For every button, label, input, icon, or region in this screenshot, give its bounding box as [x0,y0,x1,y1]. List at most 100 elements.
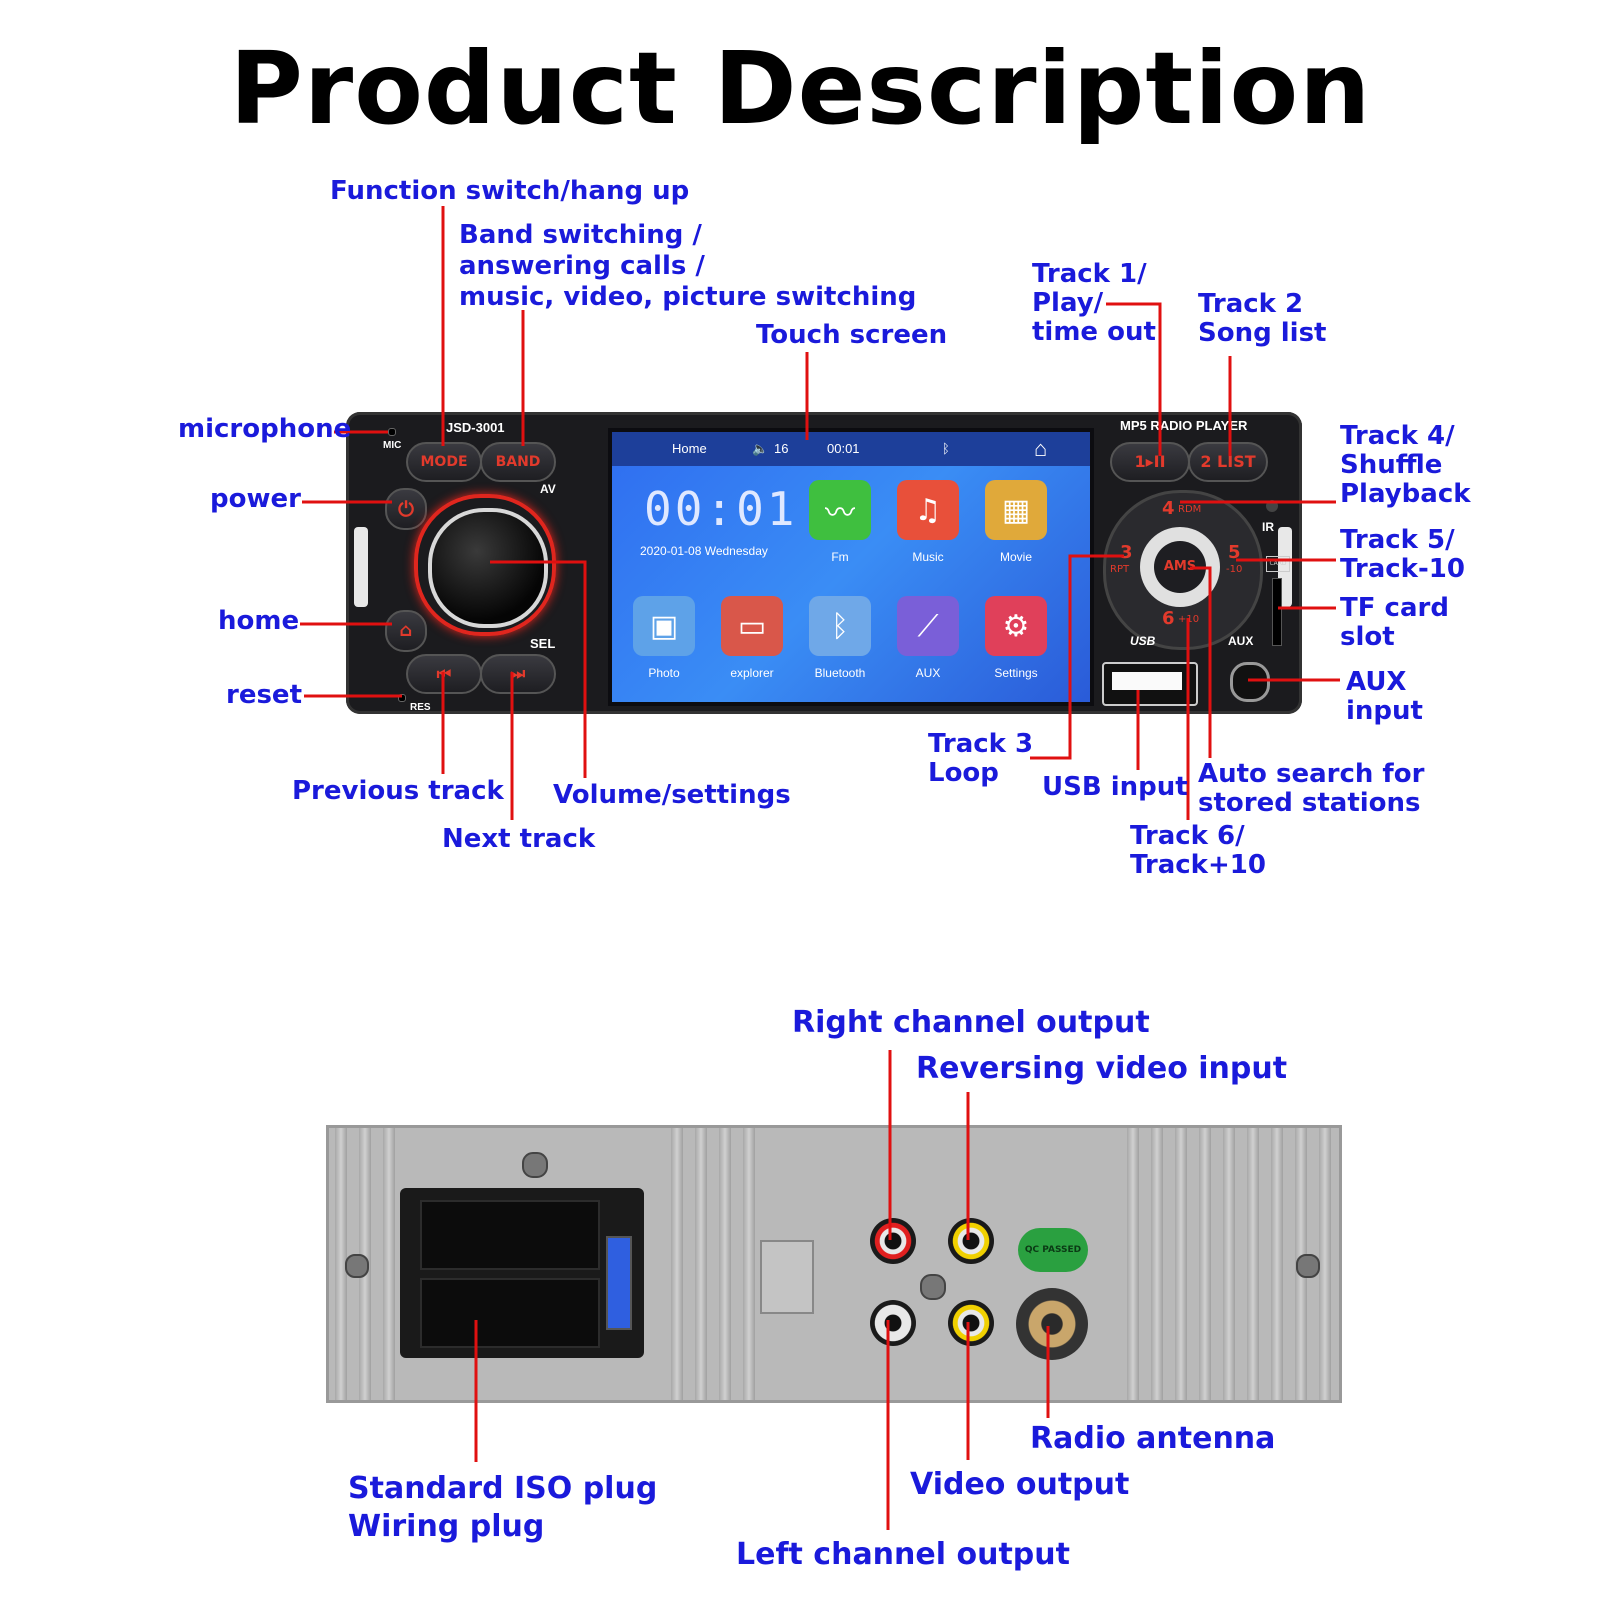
usb-port-tongue [1112,672,1182,690]
heat-sink-fin [1199,1128,1211,1400]
heat-sink-fin [383,1128,395,1400]
callout-track6: Track 6/ Track+10 [1130,821,1266,880]
app-explorer[interactable]: ▭explorer [720,596,784,680]
callout-iso-plug: Standard ISO plug Wiring plug [348,1471,658,1544]
usb-label: USB [1130,634,1156,648]
callout-previous-track: Previous track [292,776,504,806]
callout-band-switching: Band switching / answering calls / music… [459,220,917,312]
callout-tf-card: TF card slot [1340,593,1449,652]
callout-radio-antenna: Radio antenna [1030,1421,1276,1456]
app-photo[interactable]: ▣ Photo [632,596,696,680]
res-label: RES [410,702,431,713]
app-label: explorer [730,666,774,680]
callout-right-channel: Right channel output [792,1005,1150,1040]
track5-sub: -10 [1226,564,1243,575]
status-volume: 16 [774,441,789,456]
music-note-icon: ♫ [897,480,959,540]
callout-microphone: microphone [178,414,352,444]
app-music[interactable]: ♫Music [896,480,960,564]
app-label: AUX [915,666,941,680]
screw-center [920,1274,946,1300]
volume-icon: 🔈 [752,441,769,456]
heat-sink-fin [1151,1128,1163,1400]
bluetooth-status-icon: ᛒ [942,441,950,456]
home-icon[interactable]: ⌂ [385,610,427,652]
callout-auto-search: Auto search for stored stations [1198,759,1425,818]
home-screen-icon[interactable]: ⌂ [1034,436,1048,461]
app-label: Photo [648,666,680,680]
heat-sink-fin [1127,1128,1139,1400]
photo-icon: ▣ [633,596,695,656]
callout-video-output: Video output [910,1467,1130,1502]
head-unit-rear [326,1125,1342,1403]
screw-top [522,1152,548,1178]
aux-cable-icon: ⟋ [897,596,959,656]
track3-sub: RPT [1110,564,1130,575]
callout-track4: Track 4/ Shuffle Playback [1340,421,1471,509]
microphone-hole [388,428,396,436]
mic-label: MIC [383,440,402,451]
app-label: Settings [994,666,1038,680]
track3-button[interactable]: 3 [1120,542,1133,563]
heat-sink-fin [335,1128,347,1400]
iso-upper-block [420,1200,600,1270]
line-volume [490,560,587,778]
volume-knob[interactable] [428,508,548,628]
brand-label: MP5 RADIO PLAYER [1120,418,1248,433]
screw-right [1296,1254,1320,1278]
heat-sink-fin [1223,1128,1235,1400]
callout-touch-screen: Touch screen [756,320,948,350]
screen-clock: 00:01 [644,482,798,536]
status-bar: Home 🔈 16 00:01 ᛒ ⌂ [612,432,1090,466]
page-title: Product Description [229,30,1372,147]
antenna-socket [1016,1288,1088,1360]
av-label: AV [540,482,556,496]
callout-track3: Track 3 Loop [928,729,1034,788]
status-home: Home [672,441,707,456]
callout-next-track: Next track [442,824,596,854]
gear-icon: ⚙ [985,596,1047,656]
power-icon[interactable]: ⏻ [385,488,427,530]
track4-button[interactable]: 4 [1162,498,1175,519]
callout-left-channel: Left channel output [736,1537,1070,1572]
next-track-icon[interactable]: ⏭ [480,654,556,694]
app-movie[interactable]: ▦Movie [984,480,1048,564]
callout-volume-settings: Volume/settings [553,780,791,810]
fuse [606,1236,632,1330]
model-label: JSD-3001 [446,420,505,435]
callout-power: power [210,484,301,514]
band-button[interactable]: BAND [480,442,556,482]
app-fm[interactable]: 〰Fm [808,480,872,564]
screen-date: 2020-01-08 Wednesday [640,544,768,558]
left-channel-rca [870,1300,916,1346]
track5-button[interactable]: 5 [1228,542,1241,563]
heat-sink-fin [743,1128,755,1400]
callout-home: home [218,606,300,636]
tf-card-slot[interactable] [1272,578,1282,646]
video-output-rca [948,1300,994,1346]
iso-lower-block [420,1278,600,1348]
track1-play-button[interactable]: 1▸II [1110,442,1190,482]
track2-list-button[interactable]: 2 LIST [1188,442,1268,482]
heat-sink-fin [1319,1128,1331,1400]
sel-label: SEL [530,636,556,651]
aux-jack[interactable] [1230,662,1270,702]
status-time: 00:01 [827,441,860,456]
app-label: Fm [831,550,849,564]
app-aux[interactable]: ⟋ AUX [896,596,960,680]
app-settings[interactable]: ⚙ Settings [984,596,1048,680]
heat-sink-fin [1175,1128,1187,1400]
reversing-video-rca [948,1218,994,1264]
bracket [760,1240,814,1314]
track6-button[interactable]: 6 [1162,608,1175,629]
touch-screen[interactable]: Home 🔈 16 00:01 ᛒ ⌂ 00:01 2020-01-08 Wed… [608,428,1094,706]
mounting-tab-left [354,527,368,607]
callout-usb-input: USB input [1042,772,1188,802]
aux-label: AUX [1228,634,1254,648]
right-channel-rca [870,1218,916,1264]
callout-track5: Track 5/ Track-10 [1340,525,1465,584]
qc-passed-sticker: QC PASSED [1018,1228,1088,1272]
line-auto-search [1190,566,1212,758]
